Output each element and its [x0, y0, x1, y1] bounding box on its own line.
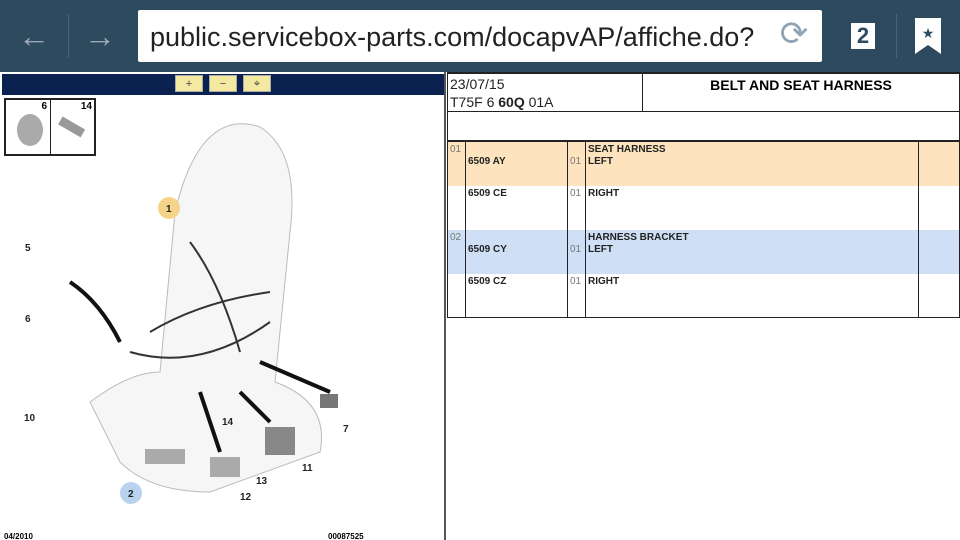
divider: [68, 14, 69, 58]
zoom-in-button[interactable]: +: [175, 75, 203, 92]
zoom-out-button[interactable]: −: [209, 75, 237, 92]
seat-diagram: 1 2 5 6 7 10 11 12 13 14 04/2010 0008752…: [4, 123, 364, 540]
part-row[interactable]: 6509 CZ 01 RIGHT: [447, 274, 960, 318]
part-ref[interactable]: 6509 CZ: [466, 274, 568, 317]
quantity: 01: [568, 230, 586, 274]
part-thumbnails: 6 14: [4, 98, 96, 156]
row-extra: [919, 274, 959, 317]
tabs-button[interactable]: 2: [840, 14, 886, 58]
quantity: 01: [568, 274, 586, 317]
bookmark-button[interactable]: ★: [906, 14, 950, 58]
reload-button[interactable]: ⟳: [770, 12, 818, 56]
part-ref[interactable]: 6509 CY: [466, 230, 568, 274]
row-index: [448, 274, 466, 317]
divider: [896, 14, 897, 58]
callout-10: 10: [24, 413, 36, 424]
back-button[interactable]: ←: [18, 17, 50, 54]
row-extra: [919, 142, 959, 186]
row-index: [448, 186, 466, 230]
bookmark-icon: ★: [915, 18, 941, 54]
diagram-ref: 00087525: [328, 532, 364, 540]
callout-11: 11: [302, 463, 313, 474]
part-ref[interactable]: 6509 CE: [466, 186, 568, 230]
callout-6: 6: [25, 314, 31, 325]
zoom-fit-button[interactable]: ⌖: [243, 75, 271, 92]
tab-count: 2: [850, 23, 876, 49]
url-text: public.servicebox-parts.com/docapvAP/aff…: [150, 22, 755, 52]
quantity: 01: [568, 142, 586, 186]
part-description: RIGHT: [586, 274, 919, 317]
forward-button[interactable]: →: [84, 17, 116, 54]
row-extra: [919, 186, 959, 230]
callout-14: 14: [222, 417, 234, 428]
thumb-screw[interactable]: 14: [51, 100, 95, 154]
part-row[interactable]: 6509 CE 01 RIGHT: [447, 186, 960, 230]
callout-12: 12: [240, 492, 252, 503]
callout-1: 1: [166, 204, 172, 215]
header-title: BELT AND SEAT HARNESS: [710, 77, 892, 93]
zoom-toolbar: + − ⌖: [2, 74, 444, 95]
row-index: 01: [448, 142, 466, 186]
callout-7: 7: [343, 424, 349, 435]
part-ref[interactable]: 6509 AY: [466, 142, 568, 186]
part-description: RIGHT: [586, 186, 919, 230]
browser-toolbar: ← → public.servicebox-parts.com/docapvAP…: [0, 0, 960, 72]
diagram-panel: + − ⌖ 6 14 1 2 5 6 7 10 11 12 13 14 04/2…: [0, 72, 446, 540]
header-date: 23/07/15: [450, 76, 505, 92]
thumb-clip[interactable]: 6: [6, 100, 51, 154]
url-bar[interactable]: public.servicebox-parts.com/docapvAP/aff…: [138, 10, 822, 62]
callout-5: 5: [25, 243, 31, 254]
callout-2: 2: [128, 489, 134, 500]
svg-text:★: ★: [922, 25, 935, 41]
row-extra: [919, 230, 959, 274]
empty-row: [447, 112, 960, 142]
callout-13: 13: [256, 476, 268, 487]
quantity: 01: [568, 186, 586, 230]
diagram-date: 04/2010: [4, 532, 33, 540]
header-code: T75F 6 60Q 01A: [450, 94, 554, 110]
row-index: 02: [448, 230, 466, 274]
